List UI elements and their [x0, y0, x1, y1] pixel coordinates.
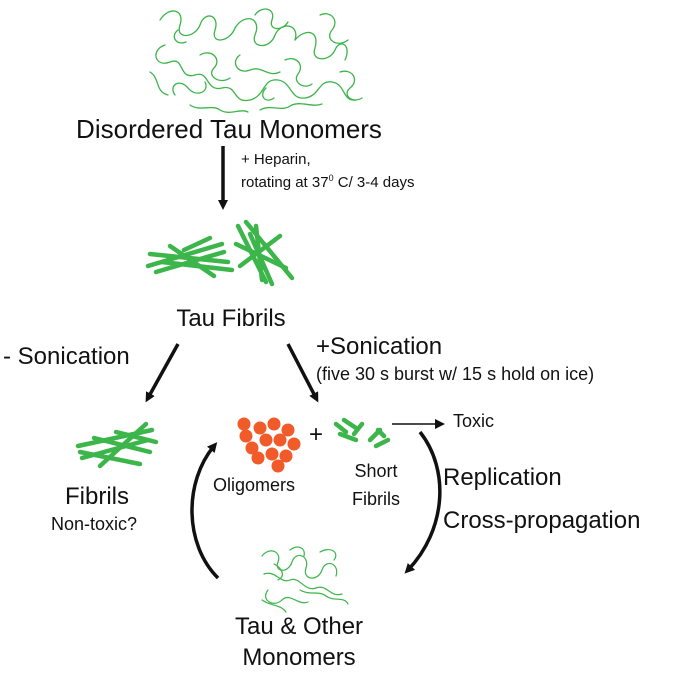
fibrils-label: Fibrils [65, 483, 129, 510]
arrows [145, 146, 442, 580]
toxic-label: Toxic [453, 411, 495, 431]
tau-other-monomers-icon [261, 546, 349, 613]
fibrils-icon [75, 421, 159, 469]
tau-fibrils-label: Tau Fibrils [176, 305, 286, 332]
arrow-plus-sonication [286, 343, 319, 403]
oligomers-icon [237, 417, 301, 473]
arrow-monomers-to-oligomers [190, 442, 220, 580]
tau-other-monomers-line1: Tau & Other [234, 613, 364, 640]
rotating-label: rotating at 370 C/ 3-4 days [241, 173, 415, 191]
plus-sonication-label: +Sonication [316, 333, 443, 360]
oligomers-label: Oligomers [213, 475, 296, 495]
disordered-monomers-top-icon [149, 8, 363, 113]
plus-sign: + [309, 421, 324, 448]
short-fibrils-line1: Short [354, 461, 398, 481]
title: Disordered Tau Monomers [76, 114, 382, 144]
short-fibrils-icon [333, 417, 391, 449]
non-toxic-label: Non-toxic? [51, 514, 138, 534]
short-fibrils-line2: Fibrils [352, 489, 400, 509]
minus-sonication-label: - Sonication [3, 343, 130, 370]
replication-label: Replication [443, 464, 562, 491]
cross-propagation-label: Cross-propagation [443, 507, 641, 534]
tau-other-monomers-line2: Monomers [242, 644, 356, 671]
tau-fibrils-icon [145, 219, 295, 287]
heparin-label: + Heparin, [241, 151, 311, 168]
sonication-detail-label: (five 30 s burst w/ 15 s hold on ice) [316, 364, 595, 384]
arrow-minus-sonication [145, 343, 180, 403]
arrow-replication-curve [404, 430, 442, 574]
